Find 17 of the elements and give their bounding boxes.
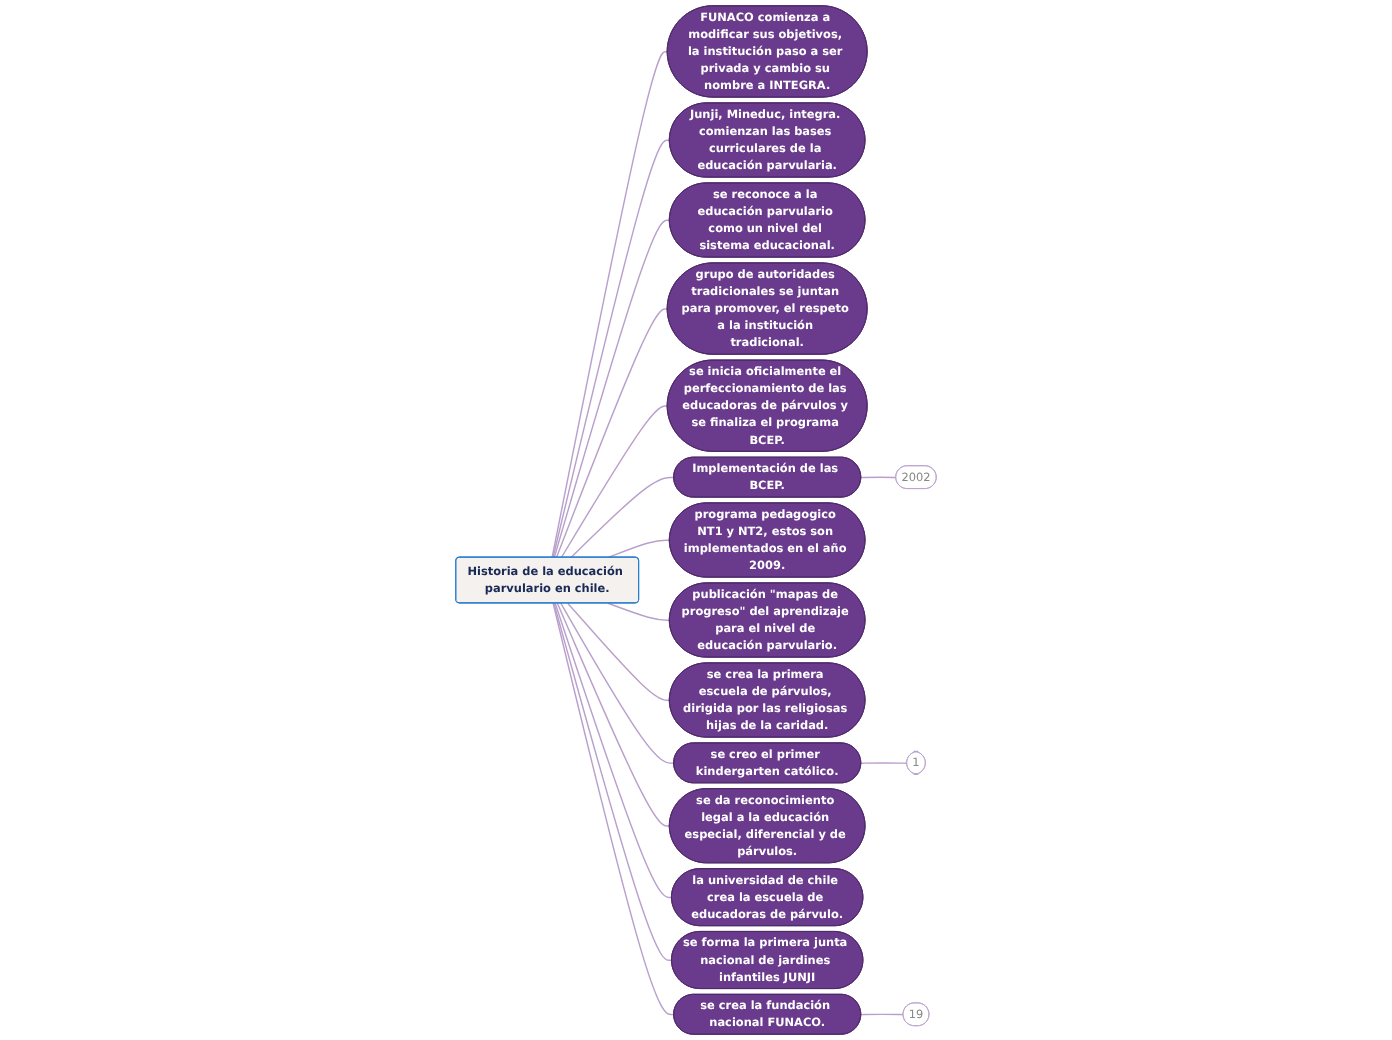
connector xyxy=(860,762,908,764)
connector xyxy=(556,602,671,827)
connector xyxy=(560,602,675,764)
connector xyxy=(607,539,671,559)
connector xyxy=(554,602,673,899)
connector xyxy=(566,602,671,702)
connector xyxy=(552,139,671,559)
connector xyxy=(860,476,897,479)
connector xyxy=(553,219,671,559)
connector xyxy=(607,602,671,622)
connector xyxy=(570,476,675,559)
connector xyxy=(553,602,673,962)
connector xyxy=(555,308,669,559)
connector xyxy=(860,1013,905,1016)
connector xyxy=(551,51,669,559)
connector xyxy=(552,602,675,1016)
connector xyxy=(560,405,669,559)
